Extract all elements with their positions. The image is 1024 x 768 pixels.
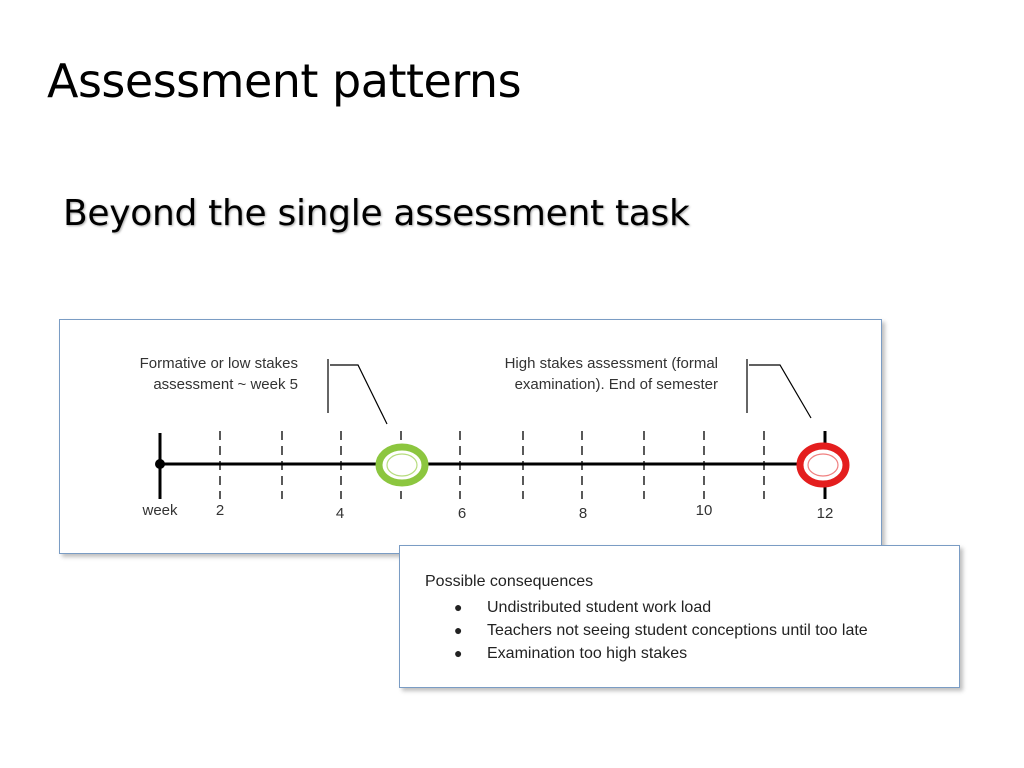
formative-note-line1: Formative or low stakes: [139, 355, 298, 372]
formative-callout-pointer: [330, 364, 388, 425]
high-stakes-callout-pointer: [749, 364, 812, 419]
list-item-text: Teachers not seeing student conceptions …: [487, 622, 868, 639]
timeline-diagram: [155, 359, 850, 499]
list-item: ● Examination too high stakes: [425, 642, 868, 665]
tick-label: 4: [335, 505, 345, 522]
axis-start-label: week: [142, 502, 178, 519]
tick-label: 12: [816, 505, 834, 522]
formative-note: Formative or low stakes assessment ~ wee…: [100, 353, 298, 395]
list-item-text: Examination too high stakes: [487, 645, 688, 662]
list-item: ● Teachers not seeing student conception…: [425, 619, 868, 642]
consequences-panel: Possible consequences ● Undistributed st…: [399, 545, 960, 688]
formative-assessment-marker-inner: [386, 453, 418, 477]
tick-label: 2: [215, 502, 225, 519]
slide-subtitle: Beyond the single assessment task: [63, 193, 690, 234]
list-item-text: Undistributed student work load: [487, 599, 712, 616]
high-stakes-note-line2: examination). End of semester: [514, 376, 718, 393]
consequences-list: ● Undistributed student work load ● Teac…: [425, 596, 868, 665]
high-stakes-assessment-marker-inner: [807, 453, 839, 477]
tick-label: 8: [578, 505, 588, 522]
bullet-icon: ●: [454, 645, 463, 661]
formative-note-line2: assessment ~ week 5: [153, 376, 298, 393]
high-stakes-note-line1: High stakes assessment (formal: [504, 355, 718, 372]
timeline-start-dot: [155, 459, 165, 469]
slide-title: Assessment patterns: [47, 54, 522, 108]
formative-assessment-marker: [375, 443, 429, 487]
tick-label: 6: [457, 505, 467, 522]
bullet-icon: ●: [454, 599, 463, 615]
consequences-heading: Possible consequences: [425, 573, 594, 590]
timeline-panel: Formative or low stakes assessment ~ wee…: [59, 319, 882, 554]
bullet-icon: ●: [454, 622, 463, 638]
list-item: ● Undistributed student work load: [425, 596, 868, 619]
high-stakes-note: High stakes assessment (formal examinati…: [450, 353, 718, 395]
tick-label: 10: [695, 502, 713, 519]
high-stakes-assessment-marker: [796, 442, 850, 488]
